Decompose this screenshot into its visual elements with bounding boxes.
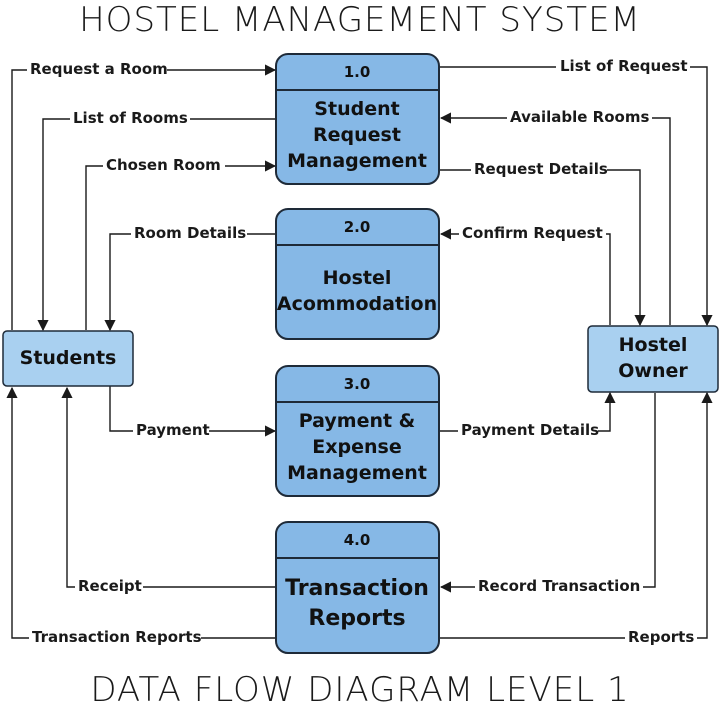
diagram-subtitle: DATA FLOW DIAGRAM LEVEL 1 xyxy=(90,670,630,710)
diagram-title: HOSTEL MANAGEMENT SYSTEM xyxy=(79,0,641,40)
process-4-line1: Transaction xyxy=(285,576,429,601)
flow-list-of-rooms xyxy=(37,118,277,332)
label-reports: Reports xyxy=(628,628,694,646)
process-2-line2: Acommodation xyxy=(277,293,437,315)
process-3-line2: Expense xyxy=(312,436,401,458)
process-1-line2: Request xyxy=(313,124,401,146)
label-confirm-request: Confirm Request xyxy=(462,224,603,242)
label-request-details: Request Details xyxy=(474,160,608,178)
flow-chosen-room xyxy=(85,160,277,330)
entity-owner-label-line1: Hostel xyxy=(619,334,688,356)
process-2-line1: Hostel xyxy=(323,267,392,289)
process-1-id: 1.0 xyxy=(344,63,371,81)
flow-room-details xyxy=(104,233,277,332)
process-2-id: 2.0 xyxy=(344,218,371,236)
entity-students-label: Students xyxy=(20,347,117,369)
flow-list-of-request xyxy=(440,66,713,327)
process-4-line2: Reports xyxy=(308,606,405,631)
process-1-line3: Management xyxy=(287,150,427,172)
flow-receipt xyxy=(61,386,277,588)
label-room-details: Room Details xyxy=(134,224,246,242)
flow-lines xyxy=(6,64,713,639)
label-receipt: Receipt xyxy=(78,577,142,595)
label-payment: Payment xyxy=(136,421,210,439)
process-1-line1: Student xyxy=(314,98,399,120)
process-3-id: 3.0 xyxy=(344,375,371,393)
label-chosen-room: Chosen Room xyxy=(106,156,221,174)
process-1: 1.0 Student Request Management xyxy=(275,53,440,185)
label-available-rooms: Available Rooms xyxy=(510,108,649,126)
entity-hostel-owner: Hostel Owner xyxy=(587,325,719,393)
process-4: 4.0 Transaction Reports xyxy=(275,521,440,654)
process-3: 3.0 Payment & Expense Management xyxy=(275,365,440,497)
flow-available-rooms xyxy=(439,112,671,325)
label-payment-details: Payment Details xyxy=(461,421,599,439)
flow-labels: Request a Room List of Rooms Chosen Room… xyxy=(27,56,697,647)
entity-owner-label-line2: Owner xyxy=(618,360,688,382)
label-list-of-rooms: List of Rooms xyxy=(73,109,188,127)
label-request-room: Request a Room xyxy=(30,60,168,78)
label-transaction-reports: Transaction Reports xyxy=(32,628,202,646)
flow-request-room xyxy=(11,64,277,330)
process-2: 2.0 Hostel Acommodation xyxy=(275,208,440,340)
entity-students: Students xyxy=(2,330,134,387)
flow-reports xyxy=(440,391,713,639)
flow-confirm-request xyxy=(439,228,611,325)
label-record-transaction: Record Transaction xyxy=(478,577,640,595)
flow-payment xyxy=(109,386,277,437)
label-list-of-request: List of Request xyxy=(560,57,688,75)
process-3-line3: Management xyxy=(287,462,427,484)
process-3-line1: Payment & xyxy=(299,410,416,432)
process-4-id: 4.0 xyxy=(344,531,371,549)
